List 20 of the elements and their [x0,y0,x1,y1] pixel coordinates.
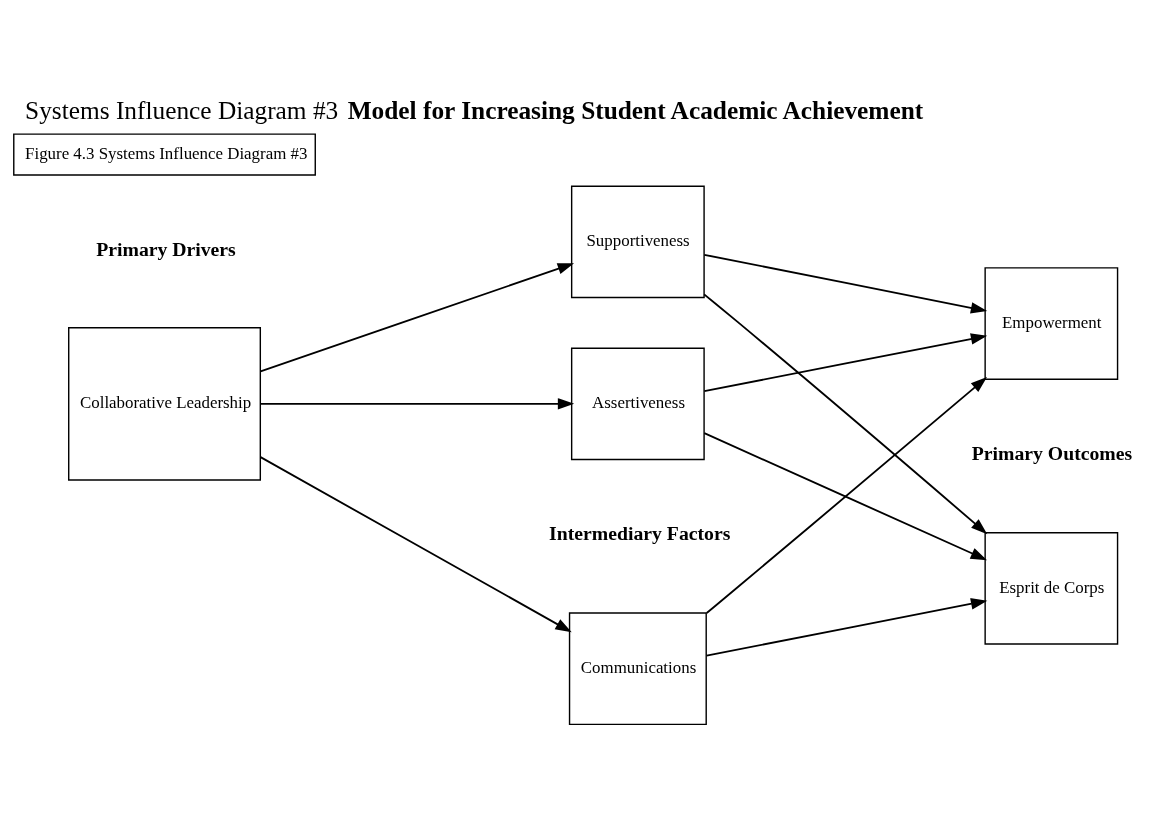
label: Primary Outcomes [971,441,1133,464]
node-box: Collaborative Leadership [68,327,262,481]
diagram-title: Systems Influence Diagram #3 Model for Increasing Student Academic Achievement [25,96,924,125]
arrow [705,376,988,614]
node-box: Figure 4.3 Systems Influence Diagram #3 [13,133,316,176]
node-box: Supportiveness [570,185,705,299]
node-box: Assertiveness [570,347,705,461]
arrow [259,398,575,410]
arrow [705,598,988,657]
node-box: Esprit de Corps [984,532,1119,645]
node-box: Empowerment [984,267,1119,380]
node-box: Communications [568,612,707,726]
arrow [259,456,572,633]
arrow [259,263,575,373]
arrow [703,333,988,393]
arrow [703,293,988,535]
arrow [703,253,988,314]
label: Primary Drivers [96,237,236,260]
label: Intermediary Factors [549,522,731,545]
arrow [703,432,988,561]
